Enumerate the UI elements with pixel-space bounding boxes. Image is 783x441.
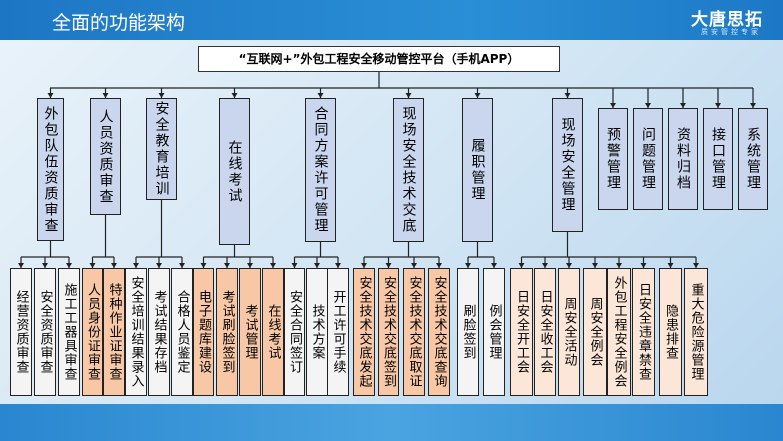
brand-slogan: 质安管控专家 xyxy=(701,28,761,36)
leaf-node: 周安全活动 xyxy=(558,268,580,396)
module-node: 接口管理 xyxy=(703,108,733,210)
module-node: 预警管理 xyxy=(598,108,628,210)
leaf-node: 安全技术交底查询 xyxy=(428,268,450,396)
leaf-node: 考试刷脸签到 xyxy=(216,268,238,396)
leaf-node: 刷脸签到 xyxy=(457,268,479,396)
module-node: 资料归档 xyxy=(668,108,698,210)
arrow-head xyxy=(680,103,686,108)
leaf-node: 安全合同签订 xyxy=(284,268,305,396)
arrow-head xyxy=(474,93,481,98)
leaf-node: 例会管理 xyxy=(483,268,505,396)
leaf-node: 安全培训结果录入 xyxy=(125,268,147,396)
arrow-head xyxy=(66,263,72,268)
leaf-node: 周安全例会 xyxy=(583,268,607,396)
arrow-head xyxy=(156,263,162,268)
module-node: 外包队伍资质审查 xyxy=(37,98,64,241)
arrow-head xyxy=(291,263,298,268)
arrow-head xyxy=(270,263,276,268)
arrow-head xyxy=(42,263,48,268)
arrow-head xyxy=(693,263,699,268)
arrow-head xyxy=(317,93,324,98)
arrow-head xyxy=(158,93,165,98)
arrow-head xyxy=(667,263,674,268)
leaf-node: 安全技术交底签到 xyxy=(378,268,399,396)
arrow-head xyxy=(610,103,616,108)
arrow-head xyxy=(715,103,721,108)
arrow-head xyxy=(566,263,572,268)
leaf-node: 人员身份证审查 xyxy=(82,268,103,396)
arrow-head xyxy=(491,263,497,268)
arrow-head xyxy=(247,263,253,268)
leaf-node: 电子题库建设 xyxy=(193,268,214,396)
module-node: 现场安全管理 xyxy=(552,98,583,232)
arrow-head xyxy=(616,263,622,268)
leaf-node: 技术方案 xyxy=(306,268,328,396)
arrow-head xyxy=(133,263,139,268)
module-node: 现场安全技术交底 xyxy=(393,98,424,242)
arrow-head xyxy=(224,263,230,268)
module-node: 履职管理 xyxy=(462,98,493,242)
arrow-head xyxy=(592,263,598,268)
module-node: 人员资质审查 xyxy=(90,98,121,215)
footer-bar xyxy=(0,404,783,441)
arrow-head xyxy=(411,263,417,268)
arrow-head xyxy=(405,93,412,98)
arrow-head xyxy=(102,93,109,98)
leaf-node: 开工许可手续 xyxy=(327,268,349,396)
leaf-node: 安全技术交底发起 xyxy=(353,268,375,396)
leaf-node: 安全技术交底取证 xyxy=(403,268,425,396)
arrow-head xyxy=(111,263,117,268)
arrow-head xyxy=(645,103,651,108)
module-node: 在线考试 xyxy=(219,98,250,245)
leaf-node: 考试管理 xyxy=(239,268,261,396)
leaf-node: 考试结果存档 xyxy=(148,268,170,396)
leaf-node: 隐患排查 xyxy=(659,268,682,396)
arrow-head xyxy=(750,103,756,108)
page-title: 全面的功能架构 xyxy=(52,12,186,34)
leaf-node: 重大危险源管理 xyxy=(684,268,708,396)
arrow-head xyxy=(640,263,647,268)
arrow-head xyxy=(385,263,392,268)
arrow-head xyxy=(314,263,320,268)
root-node: “互联网+”外包工程安全移动管控平台（手机APP） xyxy=(198,46,560,72)
leaf-node: 外包工程安全例会 xyxy=(607,268,631,396)
arrow-head xyxy=(179,263,185,268)
leaf-node: 施工工器具审查 xyxy=(58,268,80,396)
module-node: 安全教育培训 xyxy=(146,98,177,200)
arrow-head xyxy=(465,263,471,268)
brand-logo: 大唐思拓 xyxy=(691,10,763,30)
leaf-node: 日安全收工会 xyxy=(534,268,556,396)
leaf-node: 日安全开工会 xyxy=(510,268,533,396)
arrow-head xyxy=(231,93,238,98)
arrow-head xyxy=(436,263,442,268)
arrow-head xyxy=(47,93,54,98)
leaf-node: 安全资质审查 xyxy=(34,268,56,396)
leaf-node: 特种作业证审查 xyxy=(103,268,125,396)
arrow-head xyxy=(564,93,571,98)
leaf-node: 合格人员鉴定 xyxy=(171,268,193,396)
leaf-node: 经营资质审查 xyxy=(10,268,32,396)
arrow-head xyxy=(18,263,24,268)
arrow-head xyxy=(89,263,96,268)
module-node: 问题管理 xyxy=(633,108,663,210)
arrow-head xyxy=(518,263,525,268)
arrow-head xyxy=(335,263,341,268)
module-node: 系统管理 xyxy=(738,108,768,210)
arrow-head xyxy=(542,263,548,268)
leaf-node: 日安全违章禁查 xyxy=(632,268,655,396)
module-node: 合同方案许可管理 xyxy=(305,98,336,242)
header-bar: 全面的功能架构 大唐思拓 质安管控专家 xyxy=(0,0,783,40)
leaf-node: 在线考试 xyxy=(262,268,284,396)
arrow-head xyxy=(361,263,367,268)
arrow-head xyxy=(200,263,207,268)
